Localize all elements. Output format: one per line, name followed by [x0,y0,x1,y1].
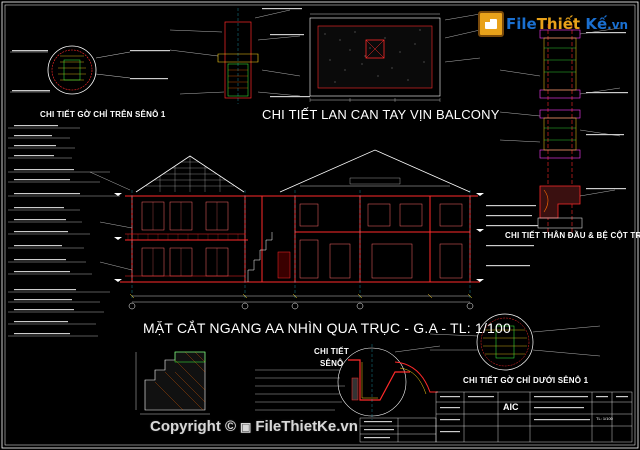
step-detail [135,351,210,415]
title-block-text-marks [364,396,628,439]
logo-text-part-3: Kế [585,15,608,33]
copyright-watermark: Copyright © ▣ FileThietKe.vn [150,418,358,435]
eave-detail-title-line1: CHI TIẾT [314,347,349,356]
logo-wordmark: FileThiết Kế.vn [506,15,628,33]
logo-text-part-1: File [506,15,537,33]
copyright-folder-icon: ▣ [240,419,252,434]
logo-text-part-2: Thiết [536,15,581,33]
title-block [359,391,633,443]
eave-detail [255,344,441,420]
logo-folder-icon [478,11,504,37]
eave-edge-top-title: CHI TIẾT GỜ CHỈ TRÊN SÊNÔ 1 [40,110,166,119]
title-block-scale: TL: 1/100 [596,416,613,421]
eave-edge-bottom-title: CHI TIẾT GỜ CHỈ DƯỚI SÊNÔ 1 [463,376,589,385]
eave-detail-title-line2: SÊNÔ [320,359,344,368]
logo-text-part-4: .vn [607,18,629,32]
balcony-railing-title: CHI TIẾT LAN CAN TAY VỊN BALCONY [262,107,500,122]
right-notes-text-marks [12,8,628,267]
left-notes-text-marks [14,125,80,335]
site-logo: FileThiết Kế.vn [478,10,628,38]
building-cross-section [114,149,484,310]
eave-edge-bottom-detail [429,313,601,371]
copyright-text: Copyright © [150,418,237,435]
copyright-site: FileThietKe.vn [255,418,358,435]
sheet-inner-border [4,4,636,446]
title-block-company: AIC [503,402,519,412]
round-column-detail [499,24,621,232]
round-column-title: CHI TIẾT THÂN ĐẦU & BỆ CỘT TRÒN [505,231,640,240]
logo-glyph-icon [485,19,497,29]
main-section-title: MẶT CẮT NGANG AA NHÌN QUA TRỤC - G.A - T… [143,320,511,336]
left-notes-leaders [8,127,133,337]
eave-edge-top-detail [10,45,131,95]
balcony-railing-detail [169,8,481,104]
